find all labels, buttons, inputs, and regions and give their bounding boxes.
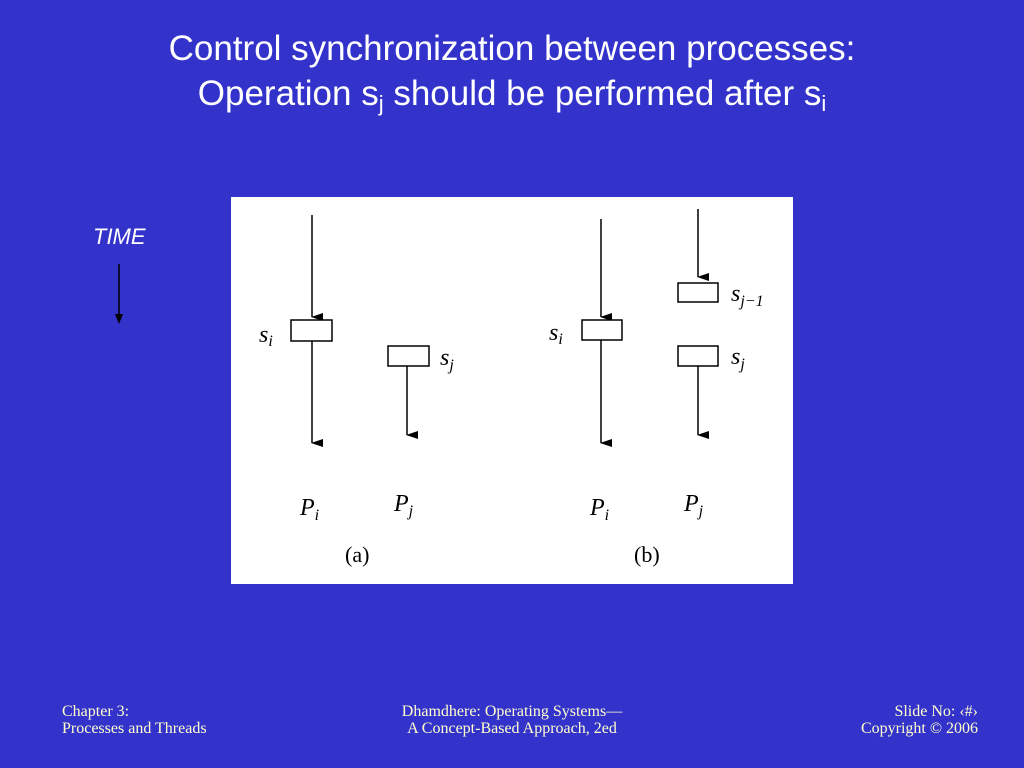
pb-si-label: si (549, 320, 563, 348)
pa-sj-label: sj (440, 345, 454, 374)
time-label: TIME (93, 224, 146, 249)
figure-diagram: si sj Pi Pj (a) si sj−1 sj Pi Pj (b) (259, 209, 764, 567)
pa-sj-box (387, 345, 430, 367)
title-subscript-i: i (821, 91, 827, 116)
pb-sj-label: sj (731, 344, 745, 373)
title-subscript-j: j (378, 91, 384, 116)
footer-slide-number: Slide No: ‹#› (894, 703, 978, 720)
footer-book-line2: A Concept-Based Approach, 2ed (407, 720, 617, 737)
pb-pi-label: Pi (589, 495, 609, 524)
slide-title: Control synchronization between processe… (0, 26, 1024, 116)
footer-chapter-line2: Processes and Threads (62, 720, 207, 737)
footer-book: Dhamdhere: Operating Systems— A Concept-… (312, 703, 712, 737)
footer-chapter-line1: Chapter 3: (62, 703, 130, 720)
title-middle: should be performed after s (383, 74, 822, 113)
pb-caption: (b) (634, 542, 660, 567)
panel-b: si sj−1 sj Pi Pj (b) (549, 209, 764, 567)
pb-si-box (581, 319, 623, 341)
footer-chapter: Chapter 3: Processes and Threads (62, 703, 207, 737)
pa-caption: (a) (345, 542, 369, 567)
footer-book-line1: Dhamdhere: Operating Systems— (401, 703, 623, 720)
title-line-1: Control synchronization between processe… (168, 29, 856, 68)
pb-sj1-box (677, 282, 719, 303)
pa-si-label: si (259, 322, 273, 350)
pa-si-box (290, 319, 333, 342)
pa-pi-label: Pi (299, 495, 319, 524)
title-line-2: Operation sj should be performed after s… (0, 71, 1024, 116)
footer-slide-info: Slide No: ‹#› Copyright © 2006 (861, 703, 978, 737)
panel-a: si sj Pi Pj (a) (259, 215, 454, 567)
title-prefix: Operation s (197, 74, 379, 113)
footer-copyright: Copyright © 2006 (860, 720, 978, 737)
pb-pj-label: Pj (683, 491, 704, 520)
pb-sj-box (677, 345, 719, 367)
time-arrow-icon (115, 264, 123, 324)
synchronization-figure: si sj Pi Pj (a) si sj−1 sj Pi Pj (b) (231, 197, 793, 584)
pb-sj1-label: sj−1 (731, 281, 764, 310)
pa-pj-label: Pj (393, 491, 414, 520)
